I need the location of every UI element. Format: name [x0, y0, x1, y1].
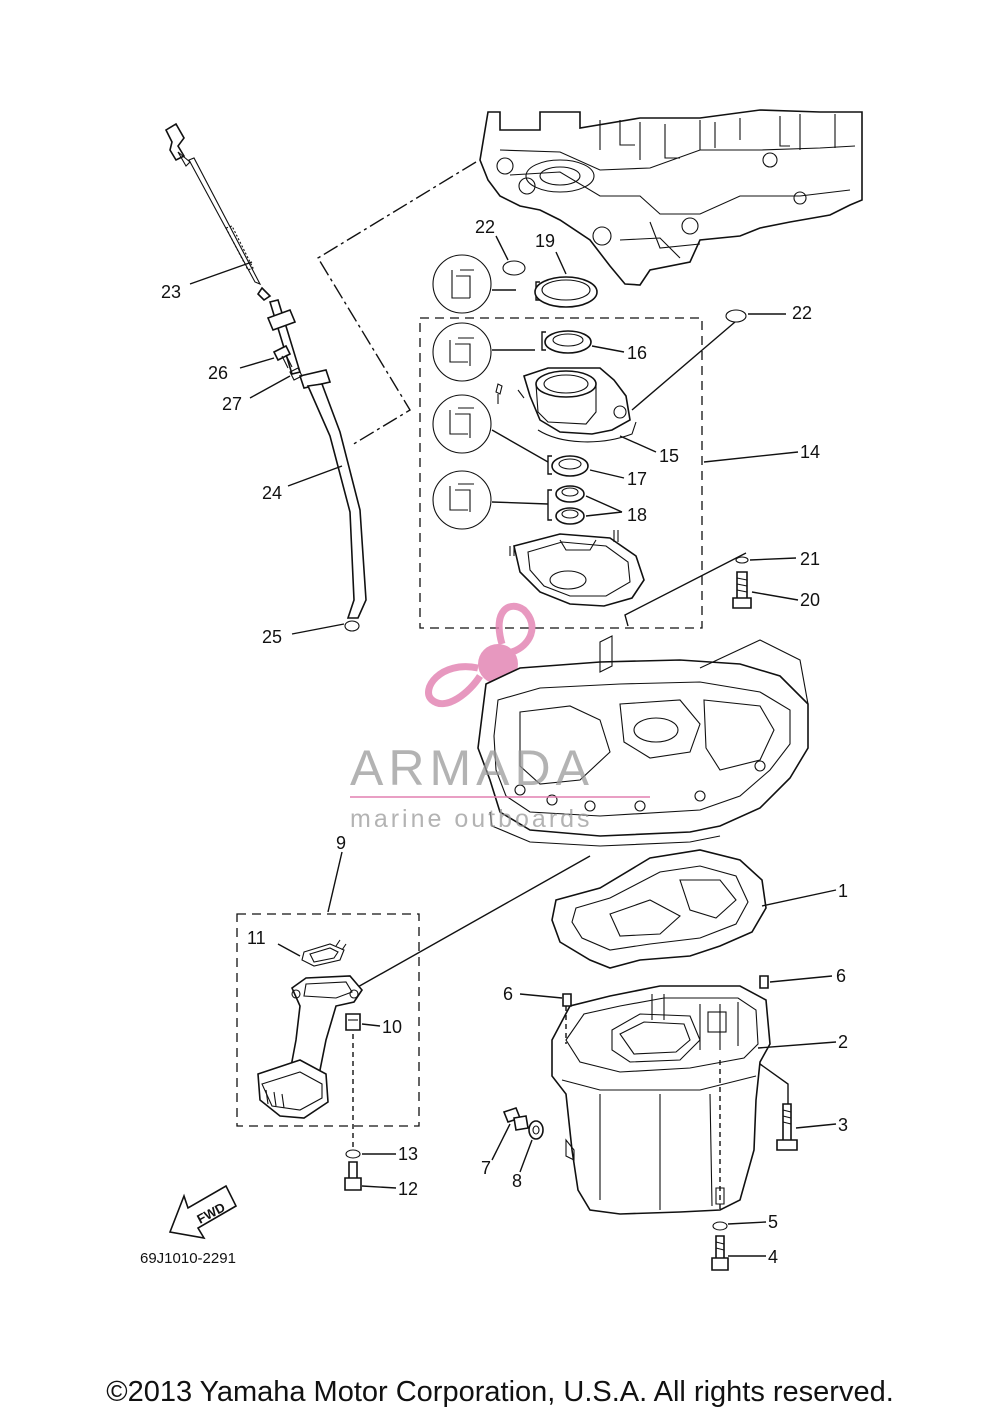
- assembly-box-9: [236, 913, 420, 1127]
- drawing-code: 69J1010-2291: [140, 1250, 236, 1267]
- callout-9: 9: [336, 833, 346, 853]
- assembly-box-14: [419, 317, 703, 629]
- callout-22-left: 22: [475, 217, 495, 237]
- callout-12: 12: [398, 1179, 418, 1199]
- callout-8: 8: [512, 1171, 522, 1191]
- callout-5: 5: [768, 1212, 778, 1232]
- callout-6-right: 6: [836, 966, 846, 986]
- copyright-notice: ©2013 Yamaha Motor Corporation, U.S.A. A…: [106, 1376, 894, 1408]
- callout-15: 15: [659, 446, 679, 466]
- callout-17: 17: [627, 469, 647, 489]
- callout-24: 24: [262, 483, 282, 503]
- callout-3: 3: [838, 1115, 848, 1135]
- callout-11: 11: [247, 928, 266, 948]
- callout-21: 21: [800, 549, 820, 569]
- crankcase-drawing: [477, 635, 809, 847]
- callout-19: 19: [535, 231, 555, 251]
- callout-labels: 1 2 3 4 5 6 6 7 8 9 10 11 12 13 14 15 16…: [161, 217, 848, 1267]
- callout-4: 4: [768, 1247, 778, 1267]
- gasket-drawing: [551, 849, 767, 969]
- leader-lines: [189, 235, 837, 1257]
- callout-7: 7: [481, 1158, 491, 1178]
- callout-14: 14: [800, 442, 820, 462]
- callout-25: 25: [262, 627, 282, 647]
- oil-seals-drawing: [502, 260, 747, 525]
- pump-base-drawing: [509, 530, 645, 607]
- watermark-tagline: marine outboards: [350, 805, 593, 833]
- callout-18: 18: [627, 505, 647, 525]
- engine-block-drawing: [479, 109, 863, 286]
- callout-13: 13: [398, 1144, 418, 1164]
- callout-23: 23: [161, 282, 181, 302]
- callout-26: 26: [208, 363, 228, 383]
- callout-22-right: 22: [792, 303, 812, 323]
- callout-1: 1: [838, 881, 848, 901]
- armada-watermark-text: ARMADA marine outboards: [350, 740, 650, 833]
- callout-16: 16: [627, 343, 647, 363]
- callout-6-left: 6: [503, 984, 513, 1004]
- callout-10: 10: [382, 1017, 402, 1037]
- callout-20: 20: [800, 590, 820, 610]
- fwd-direction-arrow: FWD: [168, 1184, 238, 1240]
- callout-2: 2: [838, 1032, 848, 1052]
- callout-27: 27: [222, 394, 242, 414]
- dipstick-drawing: [164, 122, 367, 632]
- pump-housing-drawing: [495, 367, 637, 443]
- oil-strainer-drawing: [257, 939, 364, 1119]
- oil-pan-drawing: [551, 985, 771, 1215]
- watermark-brand: ARMADA: [350, 740, 594, 796]
